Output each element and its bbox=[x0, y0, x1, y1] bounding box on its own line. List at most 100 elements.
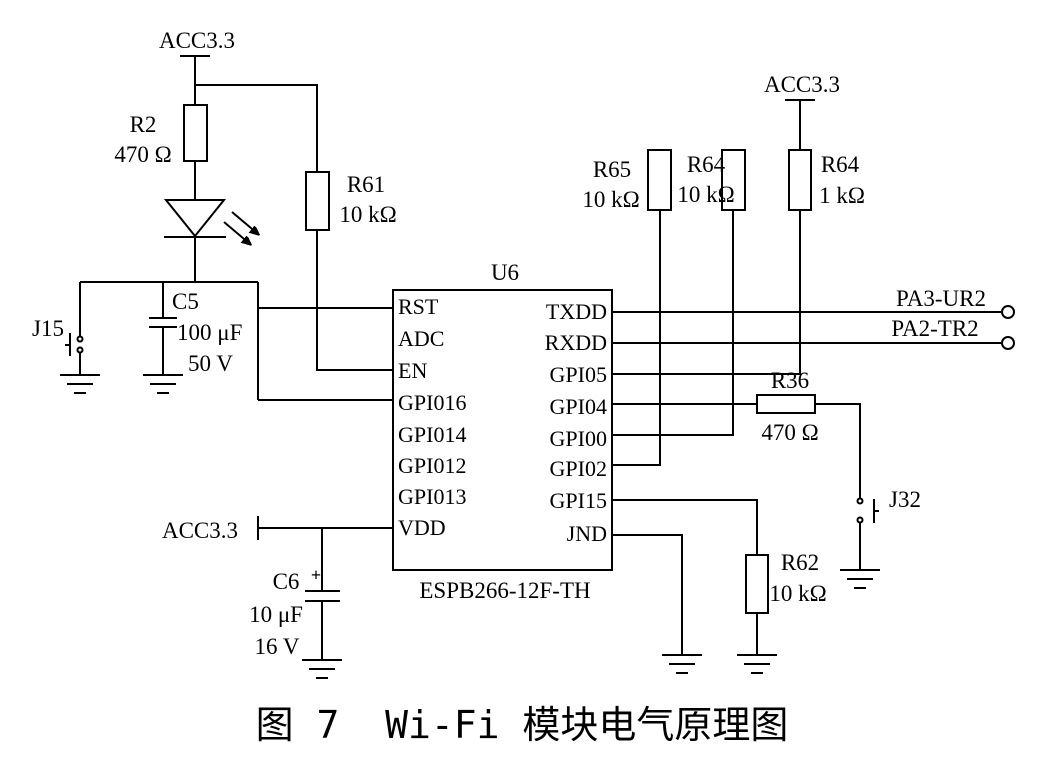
pin-label: GPI05 bbox=[550, 362, 607, 387]
power-label-top-right: ACC3.3 bbox=[764, 72, 840, 97]
switch-contact-icon bbox=[76, 346, 84, 354]
resistor-icon bbox=[721, 149, 746, 211]
txd-net-label: PA3-UR2 bbox=[896, 286, 986, 311]
resistor-icon bbox=[756, 394, 816, 414]
component-j15: J15 bbox=[32, 316, 84, 356]
c6-voltage: 16 V bbox=[255, 634, 300, 659]
pin-label: GPI15 bbox=[550, 488, 607, 513]
pin-label: GPI012 bbox=[398, 453, 466, 478]
resistor-icon bbox=[183, 104, 208, 162]
r65-value: 10 kΩ bbox=[582, 187, 639, 212]
chip-right-pins: TXDD RXDD GPI05 GPI04 GPI00 GPI02 GPI15 … bbox=[545, 299, 607, 546]
pin-label: GPI04 bbox=[550, 394, 607, 419]
pin-label: GPI013 bbox=[398, 484, 466, 509]
r2-designator: R2 bbox=[130, 112, 157, 137]
r64-right-designator: R64 bbox=[821, 152, 860, 177]
resistor-icon bbox=[305, 171, 330, 231]
r36-value: 470 Ω bbox=[761, 420, 818, 445]
wire-jnd-to-ground bbox=[612, 534, 683, 655]
wire-gpio0-to-r64-mid bbox=[612, 210, 734, 436]
component-r2: R2 470 Ω bbox=[114, 104, 208, 167]
component-j32: J32 bbox=[856, 487, 921, 524]
component-c5: C5 100 μF 50 V bbox=[149, 289, 242, 376]
resistor-icon bbox=[647, 149, 672, 211]
power-label-top-left: ACC3.3 bbox=[159, 28, 235, 53]
wire-acc-to-r61 bbox=[195, 84, 318, 172]
r2-value: 470 Ω bbox=[114, 142, 171, 167]
c6-capacitance: 10 μF bbox=[249, 602, 303, 627]
ground-icon bbox=[302, 659, 342, 679]
component-led bbox=[163, 199, 258, 244]
pin-label: TXDD bbox=[546, 299, 607, 324]
resistor-icon bbox=[745, 554, 769, 614]
ground-icon bbox=[143, 374, 183, 394]
pin-label: RST bbox=[398, 294, 439, 319]
led-emission-arrow-icon bbox=[223, 221, 250, 244]
led-icon bbox=[163, 199, 227, 238]
power-acc33-top-right: ACC3.3 bbox=[764, 72, 840, 101]
ground-icon bbox=[60, 374, 100, 394]
r64-mid-value: 10 kΩ bbox=[677, 182, 734, 207]
chip-part-number: ESPB266-12F-TH bbox=[419, 578, 590, 603]
c5-designator: C5 bbox=[172, 289, 199, 314]
chip-body bbox=[392, 289, 613, 571]
wire-gpio5-to-r64-right bbox=[612, 210, 801, 375]
r62-value: 10 kΩ bbox=[769, 581, 826, 606]
r61-value: 10 kΩ bbox=[339, 202, 396, 227]
led-emission-arrow-icon bbox=[231, 211, 258, 234]
resistor-icon bbox=[788, 149, 812, 211]
pin-label: GPI02 bbox=[550, 456, 607, 481]
r65-designator: R65 bbox=[593, 157, 631, 182]
pin-label: EN bbox=[398, 358, 427, 383]
wire-gpio15-to-r62 bbox=[612, 499, 758, 555]
j32-designator: J32 bbox=[889, 487, 921, 512]
chip-u6: U6 ESPB266-12F-TH RST ADC EN GPI016 GPI0… bbox=[392, 260, 613, 603]
pin-label: GPI00 bbox=[550, 426, 607, 451]
power-acc33-top-left: ACC3.3 bbox=[159, 28, 235, 57]
pin-label: RXDD bbox=[545, 330, 607, 355]
chip-left-pins: RST ADC EN GPI016 GPI014 GPI012 GPI013 V… bbox=[398, 294, 466, 540]
chip-designator: U6 bbox=[491, 260, 519, 285]
switch-contact-icon bbox=[856, 497, 864, 505]
component-r62: R62 10 kΩ bbox=[745, 550, 827, 614]
pin-label: GPI014 bbox=[398, 422, 466, 447]
pin-label: JND bbox=[567, 521, 607, 546]
c6-designator: C6 bbox=[273, 569, 300, 594]
ground-icon bbox=[662, 654, 702, 674]
power-label-vdd: ACC3.3 bbox=[162, 518, 238, 543]
c5-capacitance: 100 μF bbox=[177, 320, 242, 345]
component-r64-mid: R64 10 kΩ bbox=[677, 149, 746, 211]
r36-designator: R36 bbox=[771, 368, 809, 393]
j15-designator: J15 bbox=[32, 316, 64, 341]
figure-caption: 图 7 Wi-Fi 模块电气原理图 bbox=[256, 703, 789, 747]
pin-label: GPI016 bbox=[398, 390, 466, 415]
pin-label: ADC bbox=[398, 326, 444, 351]
c6-polarity: + bbox=[311, 565, 321, 585]
component-r64-right: R64 1 kΩ bbox=[788, 149, 865, 211]
c5-voltage: 50 V bbox=[188, 351, 233, 376]
connector-rxd: PA2-TR2 bbox=[891, 316, 1015, 350]
r62-designator: R62 bbox=[781, 550, 819, 575]
switch-contact-icon bbox=[856, 516, 864, 524]
r64-right-value: 1 kΩ bbox=[819, 183, 865, 208]
switch-contact-icon bbox=[76, 335, 84, 343]
r64-mid-designator: R64 bbox=[687, 152, 726, 177]
ground-icon bbox=[737, 654, 777, 674]
component-r61: R61 10 kΩ bbox=[305, 171, 397, 231]
component-c6: + C6 10 μF 16 V bbox=[249, 565, 340, 659]
terminal-icon bbox=[1001, 305, 1015, 319]
terminal-icon bbox=[1001, 336, 1015, 350]
component-r36: R36 470 Ω bbox=[756, 368, 819, 445]
component-r65: R65 10 kΩ bbox=[582, 149, 672, 212]
r61-designator: R61 bbox=[347, 172, 385, 197]
ground-icon bbox=[840, 569, 880, 589]
wire-r36-to-j32 bbox=[815, 403, 861, 498]
wire-gpio2-to-r65 bbox=[612, 210, 661, 466]
power-acc33-vdd: ACC3.3 bbox=[162, 516, 259, 543]
pin-label: VDD bbox=[398, 515, 446, 540]
rxd-net-label: PA2-TR2 bbox=[891, 316, 978, 341]
wires bbox=[79, 56, 1002, 660]
wire-r61-to-en bbox=[316, 230, 393, 371]
connector-txd: PA3-UR2 bbox=[896, 286, 1015, 319]
